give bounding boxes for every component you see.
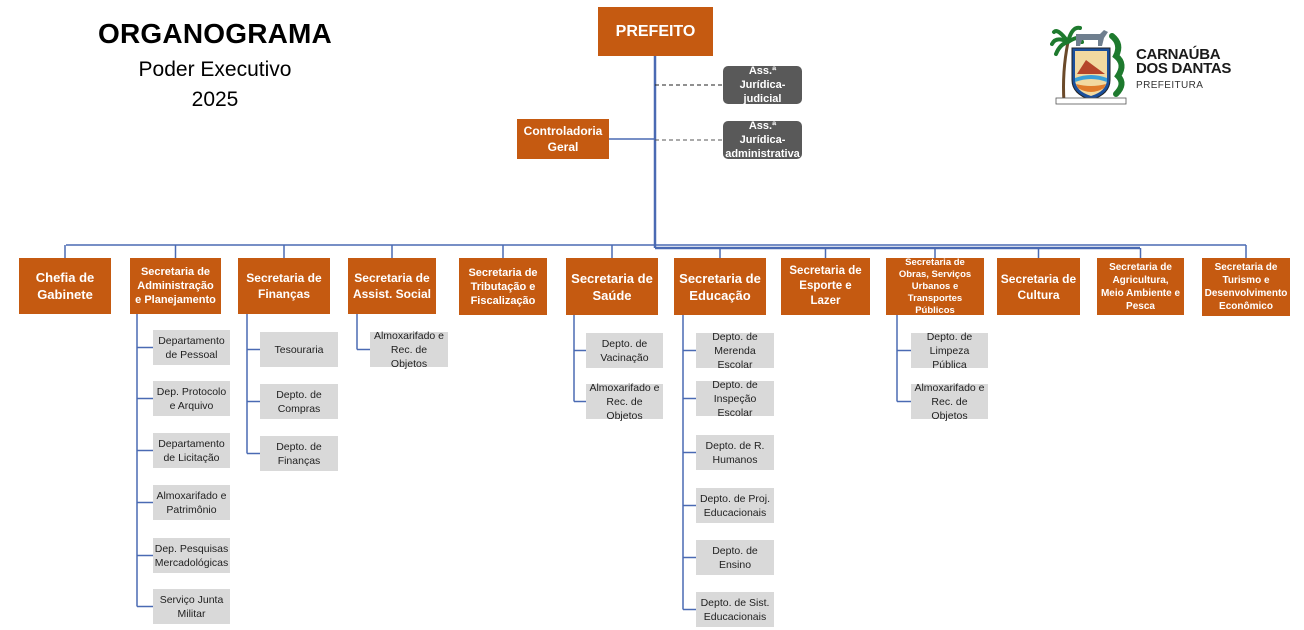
node-department-label: Depto. de Finanças xyxy=(276,440,322,467)
node-department-label: Depto. de Compras xyxy=(276,388,322,415)
node-secretaria[interactable]: Secretaria de Agricultura, Meio Ambiente… xyxy=(1097,258,1184,315)
node-prefeito-label: PREFEITO xyxy=(615,22,696,40)
node-secretaria[interactable]: Secretaria de Saúde xyxy=(566,258,658,315)
node-secretaria[interactable]: Secretaria de Turismo e Desenvolvimento … xyxy=(1202,258,1290,316)
logo-name-line2: DOS DANTAS xyxy=(1136,60,1232,77)
page-year: 2025 xyxy=(191,88,239,111)
page-title: ORGANOGRAMA xyxy=(98,18,332,49)
node-department[interactable]: Depto. de Limpeza Pública xyxy=(911,331,988,371)
node-department-label: Departamento de Licitação xyxy=(158,437,225,464)
node-secretaria-label: Secretaria de Finanças xyxy=(246,271,322,301)
node-department-label: Depto. de Sist. Educacionais xyxy=(700,596,770,623)
node-department[interactable]: Depto. de Merenda Escolar xyxy=(696,331,774,371)
page-subtitle: Poder Executivo xyxy=(138,58,292,81)
node-secretaria-label: Secretaria de Assist. Social xyxy=(352,271,432,301)
node-secretaria[interactable]: Chefia de Gabinete xyxy=(19,258,111,314)
node-secretaria[interactable]: Secretaria de Cultura xyxy=(997,258,1080,315)
node-department[interactable]: Dep. Protocolo e Arquivo xyxy=(153,381,230,416)
node-department-label: Almoxarifado e Patrimônio xyxy=(156,489,227,516)
node-department[interactable]: Serviço Junta Militar xyxy=(153,589,230,624)
node-department-label: Depto. de Proj. Educacionais xyxy=(699,492,771,519)
node-department[interactable]: Almoxarifado e Rec. de Objetos xyxy=(370,330,448,370)
node-secretaria[interactable]: Secretaria de Obras, Serviços Urbanos e … xyxy=(886,256,984,316)
node-assessoria-administrativa-label: Ass.ª Jurídica-administrativa xyxy=(725,120,800,160)
node-assessoria-judicial[interactable]: Ass.ª Jurídica-judicial xyxy=(723,65,802,105)
node-department-label: Depto. de Limpeza Pública xyxy=(926,330,973,371)
node-department[interactable]: Depto. de Vacinação xyxy=(586,333,663,368)
node-secretaria[interactable]: Secretaria de Esporte e Lazer xyxy=(781,258,870,315)
node-department[interactable]: Dep. Pesquisas Mercadológicas xyxy=(153,538,230,573)
node-assessoria-administrativa[interactable]: Ass.ª Jurídica-administrativa xyxy=(723,120,802,160)
node-department-label: Tesouraria xyxy=(274,343,324,356)
node-department-label: Depto. de Merenda Escolar xyxy=(712,330,758,371)
node-department[interactable]: Depto. de R. Humanos xyxy=(696,435,774,470)
node-department[interactable]: Depto. de Ensino xyxy=(696,540,774,575)
node-department-label: Depto. de Ensino xyxy=(712,544,758,571)
node-department-label: Departamento de Pessoal xyxy=(158,334,225,361)
node-secretaria[interactable]: Secretaria de Tributação e Fiscalização xyxy=(459,258,547,315)
node-secretaria-label: Secretaria de Agricultura, Meio Ambiente… xyxy=(1100,261,1181,312)
node-department-label: Depto. de Vacinação xyxy=(600,337,649,364)
node-department-label: Dep. Pesquisas Mercadológicas xyxy=(154,542,229,569)
node-department[interactable]: Almoxarifado e Patrimônio xyxy=(153,485,230,520)
node-department[interactable]: Almoxarifado e Rec. de Objetos xyxy=(911,382,988,422)
node-department-label: Depto. de R. Humanos xyxy=(705,439,765,466)
node-prefeito[interactable]: PREFEITO xyxy=(598,7,713,56)
logo-tagline: PREFEITURA xyxy=(1136,80,1204,91)
node-department[interactable]: Depto. de Proj. Educacionais xyxy=(696,488,774,523)
node-department[interactable]: Almoxarifado e Rec. de Objetos xyxy=(586,382,663,422)
node-department-label: Almoxarifado e Rec. de Objetos xyxy=(589,381,660,422)
node-department[interactable]: Depto. de Compras xyxy=(260,384,338,419)
node-department[interactable]: Depto. de Sist. Educacionais xyxy=(696,592,774,627)
node-secretaria[interactable]: Secretaria de Assist. Social xyxy=(348,258,436,314)
node-secretaria[interactable]: Secretaria de Educação xyxy=(674,258,766,315)
node-secretaria-label: Secretaria de Turismo e Desenvolvimento … xyxy=(1204,262,1288,312)
coat-of-arms-icon xyxy=(1050,25,1127,105)
municipal-logo: CARNAÚBA DOS DANTAS PREFEITURA xyxy=(1050,22,1250,108)
logo-name-line1: CARNAÚBA xyxy=(1136,46,1221,63)
node-secretaria[interactable]: Secretaria de Finanças xyxy=(238,258,330,314)
node-department-label: Almoxarifado e Rec. de Objetos xyxy=(914,381,985,422)
node-department-label: Serviço Junta Militar xyxy=(159,593,224,620)
node-department-label: Depto. de Inspeção Escolar xyxy=(712,378,758,419)
node-secretaria-label: Secretaria de Cultura xyxy=(1000,271,1077,302)
node-secretaria-label: Secretaria de Tributação e Fiscalização xyxy=(468,266,538,307)
node-controladoria[interactable]: Controladoria Geral xyxy=(517,119,609,159)
node-assessoria-judicial-label: Ass.ª Jurídica-judicial xyxy=(739,65,786,105)
node-department[interactable]: Tesouraria xyxy=(260,332,338,367)
node-department[interactable]: Depto. de Inspeção Escolar xyxy=(696,379,774,419)
node-secretaria-label: Secretaria de Administração e Planejamen… xyxy=(135,266,216,306)
node-department[interactable]: Departamento de Pessoal xyxy=(153,330,230,365)
node-secretaria-label: Secretaria de Educação xyxy=(679,270,761,303)
node-secretaria-label: Secretaria de Obras, Serviços Urbanos e … xyxy=(898,256,972,316)
node-department-label: Almoxarifado e Rec. de Objetos xyxy=(373,329,445,370)
node-department[interactable]: Depto. de Finanças xyxy=(260,436,338,471)
node-secretaria-label: Secretaria de Esporte e Lazer xyxy=(789,265,862,307)
node-secretaria-label: Chefia de Gabinete xyxy=(35,270,95,302)
node-secretaria-label: Secretaria de Saúde xyxy=(571,270,653,303)
node-department[interactable]: Departamento de Licitação xyxy=(153,433,230,468)
node-department-label: Dep. Protocolo e Arquivo xyxy=(156,385,227,412)
node-secretaria[interactable]: Secretaria de Administração e Planejamen… xyxy=(130,258,221,314)
node-controladoria-label: Controladoria Geral xyxy=(523,124,603,154)
